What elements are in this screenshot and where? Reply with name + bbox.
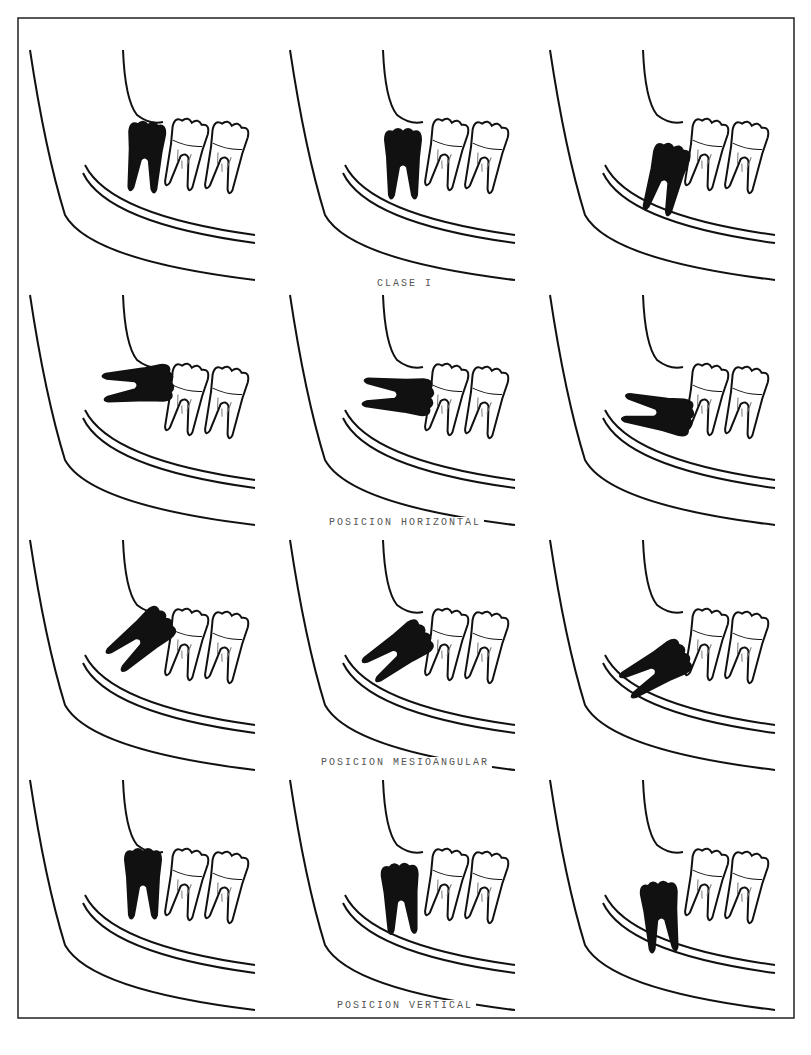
row-caption: POSICION HORIZONTAL bbox=[326, 517, 484, 528]
row-caption: POSICION MESIOANGULAR bbox=[318, 757, 492, 768]
row-caption: CLASE I bbox=[374, 278, 436, 289]
row-caption: POSICION VERTICAL bbox=[334, 1000, 476, 1011]
